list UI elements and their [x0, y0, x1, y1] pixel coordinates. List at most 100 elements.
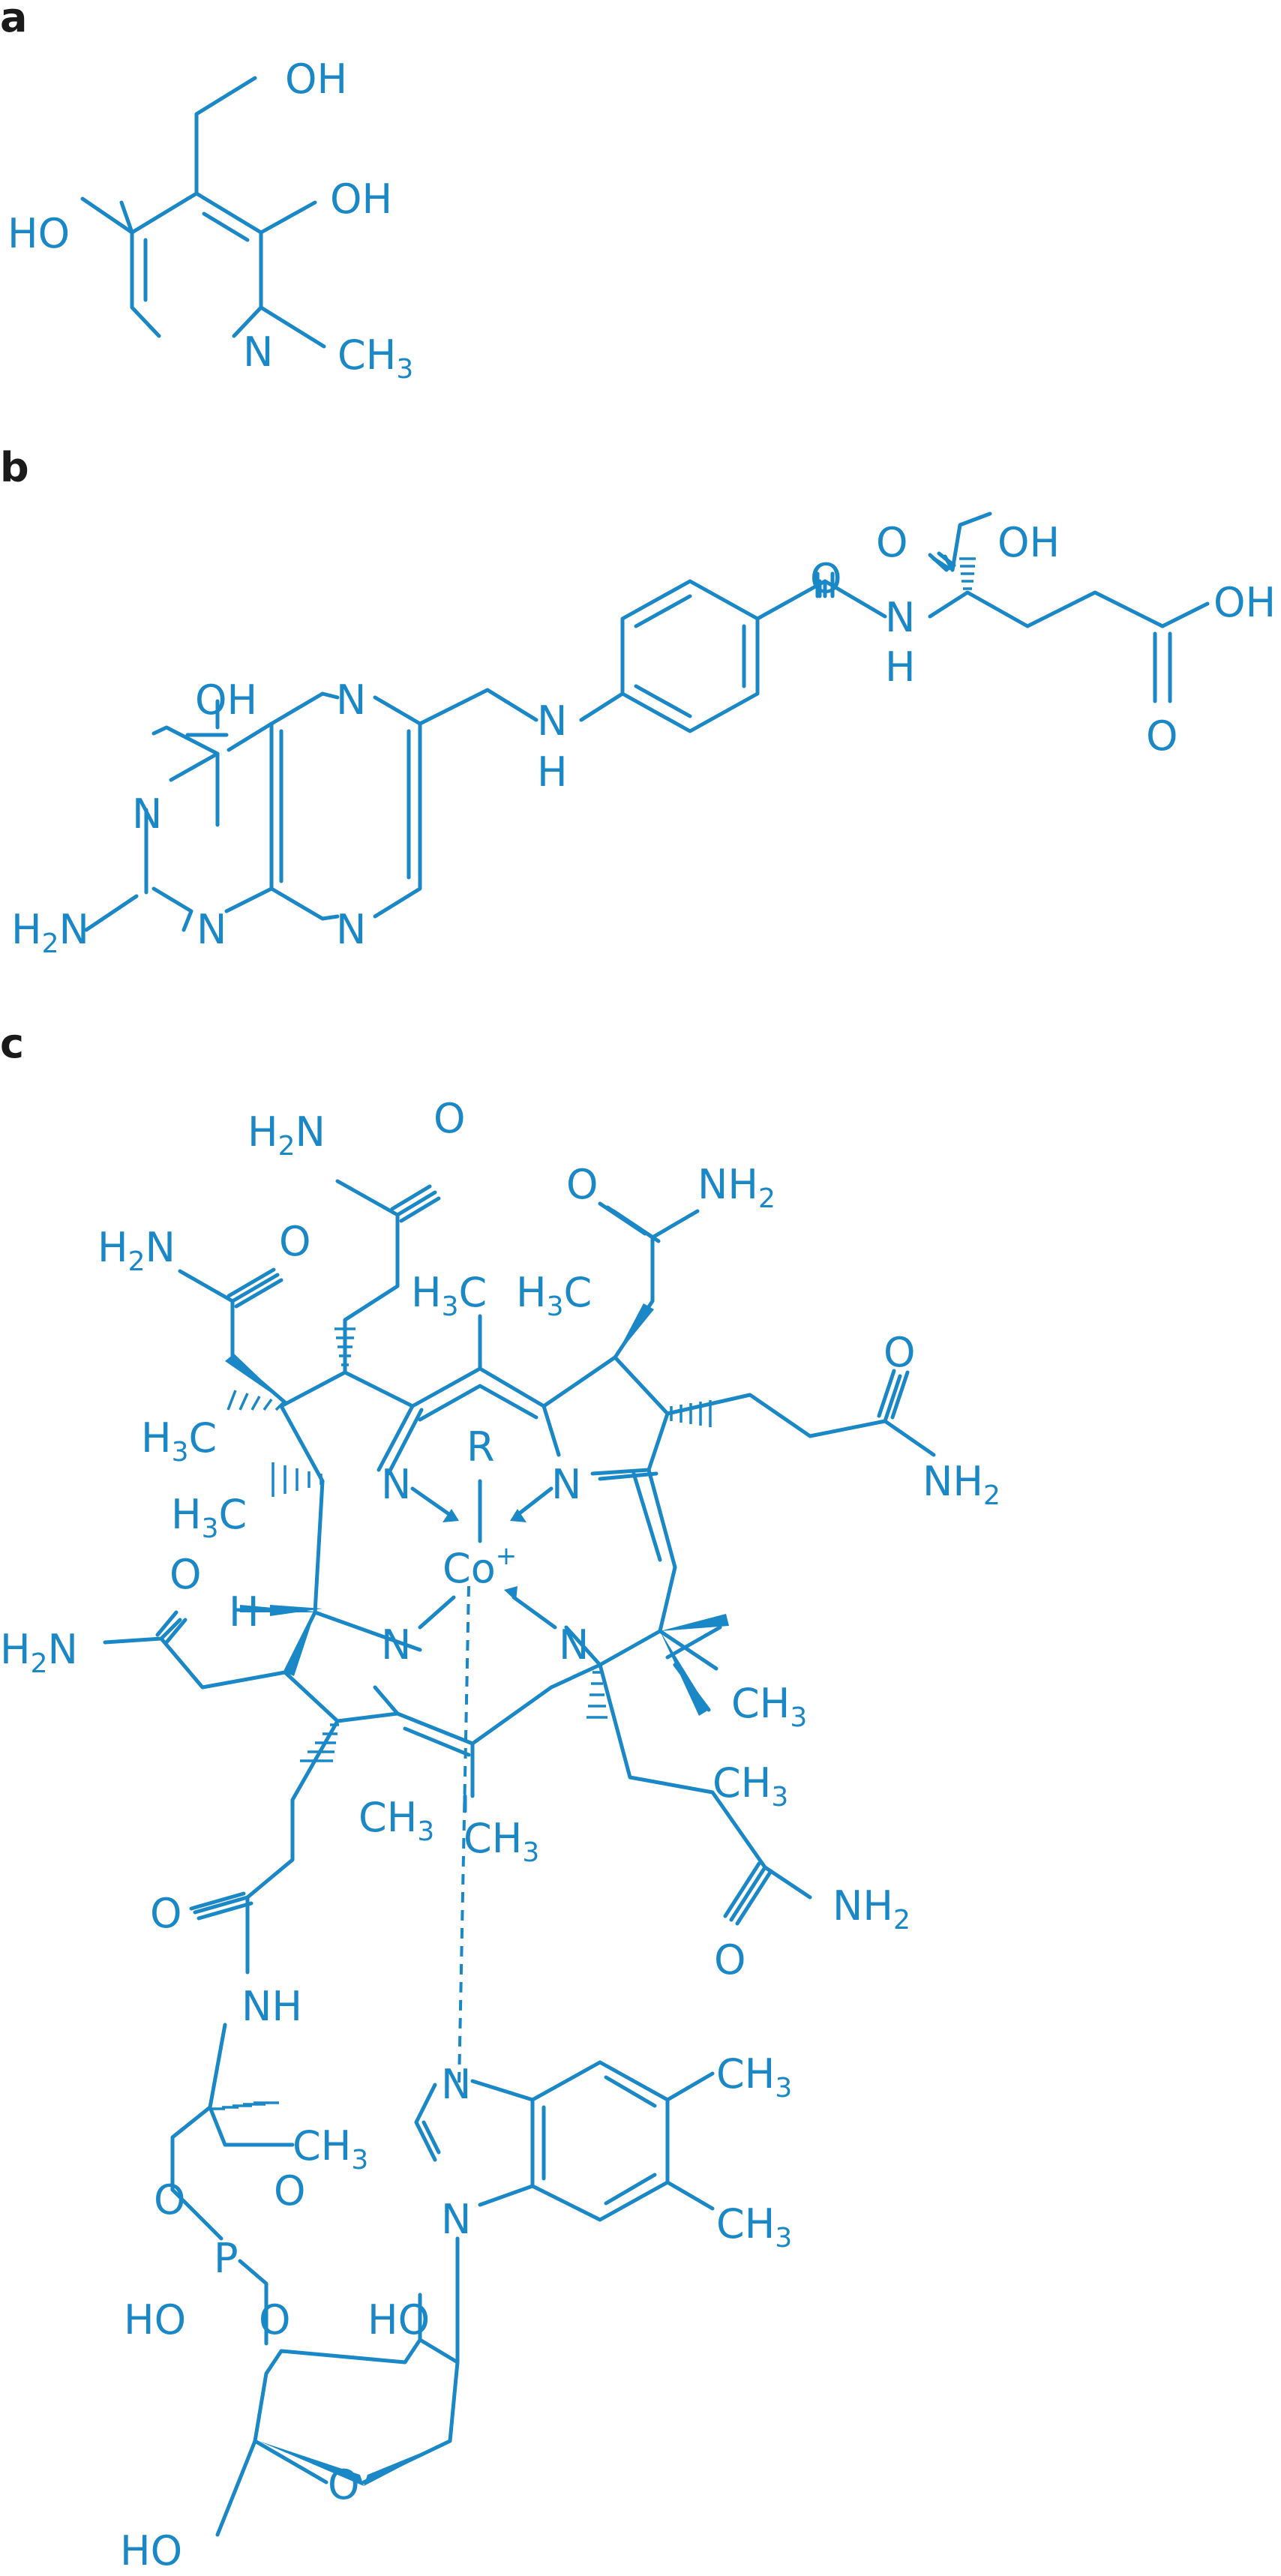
atom-oh: OH: [330, 175, 392, 223]
subscript-2: 2: [278, 1131, 296, 1162]
atom-oh: OH: [285, 55, 347, 103]
atom-c: C: [219, 1491, 248, 1538]
atom-n: N: [296, 1108, 326, 1156]
structure-c-cobalamin: [103, 1179, 936, 2537]
atom-n: N: [336, 906, 366, 953]
atom-c: C: [459, 1269, 488, 1316]
atom-n: N: [885, 594, 915, 641]
subscript-3: 3: [547, 1291, 564, 1322]
atom-h: H: [248, 1108, 278, 1156]
atom-ch: CH: [292, 2122, 351, 2170]
methyl-ch3: CH3: [716, 2200, 792, 2254]
subscript-2: 2: [31, 1648, 48, 1679]
subscript-3: 3: [771, 1782, 788, 1813]
atom-o: O: [170, 1551, 202, 1598]
methyl-h3c: H3C: [516, 1269, 592, 1322]
atom-r: R: [466, 1423, 495, 1471]
atom-n: N: [441, 2196, 471, 2243]
atom-h: H: [885, 643, 916, 691]
atom-h: H: [11, 906, 42, 953]
atoms-c: H2N O H2N O O NH2 O NH2 H3C H3C H3C H3C …: [0, 1095, 1000, 2575]
atom-oh: OH: [1214, 579, 1276, 626]
amide-nh2: NH2: [832, 1882, 910, 1936]
atom-nh: NH: [242, 1983, 302, 2030]
atom-n: N: [381, 1621, 411, 1669]
atom-c: C: [189, 1414, 218, 1462]
panel-label-b: b: [0, 444, 29, 491]
panel-label-a: a: [0, 0, 27, 41]
methyl-h3c: H3C: [141, 1414, 217, 1468]
atom-ch: CH: [716, 2050, 775, 2098]
methyl-ch3: CH3: [712, 1759, 788, 1813]
atom-c: C: [564, 1269, 592, 1316]
atom-ch: CH: [464, 1815, 522, 1862]
atom-nh: NH: [698, 1161, 758, 1208]
atom-n: N: [59, 906, 89, 953]
charge-plus: +: [496, 1541, 518, 1571]
atom-h: H: [98, 1224, 128, 1271]
atom-n: N: [441, 2061, 471, 2108]
atom-n: N: [196, 906, 226, 953]
methyl-ch3: CH3: [731, 1680, 807, 1733]
atom-h: H: [516, 1269, 547, 1316]
atom-o: O: [810, 555, 842, 602]
atom-o: O: [259, 2296, 291, 2344]
subscript-3: 3: [775, 2073, 792, 2104]
atom-o: O: [150, 1890, 182, 1937]
atom-o: O: [1146, 712, 1178, 760]
subscript-3: 3: [522, 1837, 539, 1868]
atom-o: O: [714, 1936, 746, 1984]
atom-oh: OH: [998, 519, 1060, 566]
subscript-3: 3: [172, 1437, 189, 1468]
atom-h: H: [141, 1414, 172, 1462]
amino-group: H2N: [11, 906, 89, 959]
atom-ch: CH: [338, 331, 396, 379]
subscript-3: 3: [396, 354, 413, 385]
atom-n: N: [336, 676, 366, 724]
stereo-bonds-c: [212, 1303, 729, 2486]
atom-o: O: [279, 1218, 311, 1265]
atom-ch: CH: [712, 1759, 771, 1807]
atoms-a: OH OH HO N CH3: [8, 55, 413, 385]
atom-n: N: [132, 790, 162, 838]
atom-n: N: [243, 328, 273, 376]
methyl-ch3: CH3: [716, 2050, 792, 2104]
atom-o: O: [434, 1095, 466, 1142]
atom-n: N: [559, 1621, 589, 1669]
atom-o: O: [328, 2461, 360, 2509]
atom-o: O: [876, 519, 908, 566]
methyl-h3c: H3C: [411, 1269, 487, 1322]
atom-o: O: [566, 1161, 598, 1208]
methyl-h3c: H3C: [171, 1491, 247, 1544]
subscript-2: 2: [758, 1183, 776, 1214]
atom-p: P: [214, 2235, 238, 2282]
subscript-3: 3: [417, 1816, 434, 1847]
atom-ch: CH: [731, 1680, 790, 1727]
amide-h2n: H2N: [248, 1108, 326, 1162]
structure-a-pyridoxine: [80, 76, 326, 349]
atom-nh: NH: [832, 1882, 893, 1930]
methyl-ch3: CH3: [464, 1815, 539, 1868]
atom-o: O: [154, 2176, 186, 2224]
atom-h: H: [171, 1491, 202, 1538]
atom-h: H: [229, 1588, 260, 1636]
methyl-ch3: CH3: [292, 2122, 368, 2176]
atom-n: N: [381, 1461, 411, 1508]
atom-co: Co: [442, 1545, 496, 1592]
methyl-ch3: CH3: [358, 1794, 434, 1847]
subscript-3: 3: [790, 1702, 807, 1733]
atom-oh: OH: [195, 676, 257, 724]
amide-nh2: NH2: [922, 1458, 1000, 1511]
atom-n: N: [146, 1224, 176, 1271]
subscript-2: 2: [893, 1905, 910, 1936]
hashed-wedge-b: [959, 557, 976, 590]
amide-nh2: NH2: [698, 1161, 776, 1214]
atom-ho: HO: [8, 210, 70, 257]
atom-n: N: [537, 697, 567, 745]
structure-b-folic-acid: [84, 511, 1210, 932]
atom-nh: NH: [922, 1458, 983, 1505]
atom-ch: CH: [716, 2200, 775, 2248]
methyl-group: CH3: [338, 331, 413, 385]
atom-h: H: [0, 1626, 31, 1673]
cobalt-ion: Co+: [442, 1541, 517, 1592]
